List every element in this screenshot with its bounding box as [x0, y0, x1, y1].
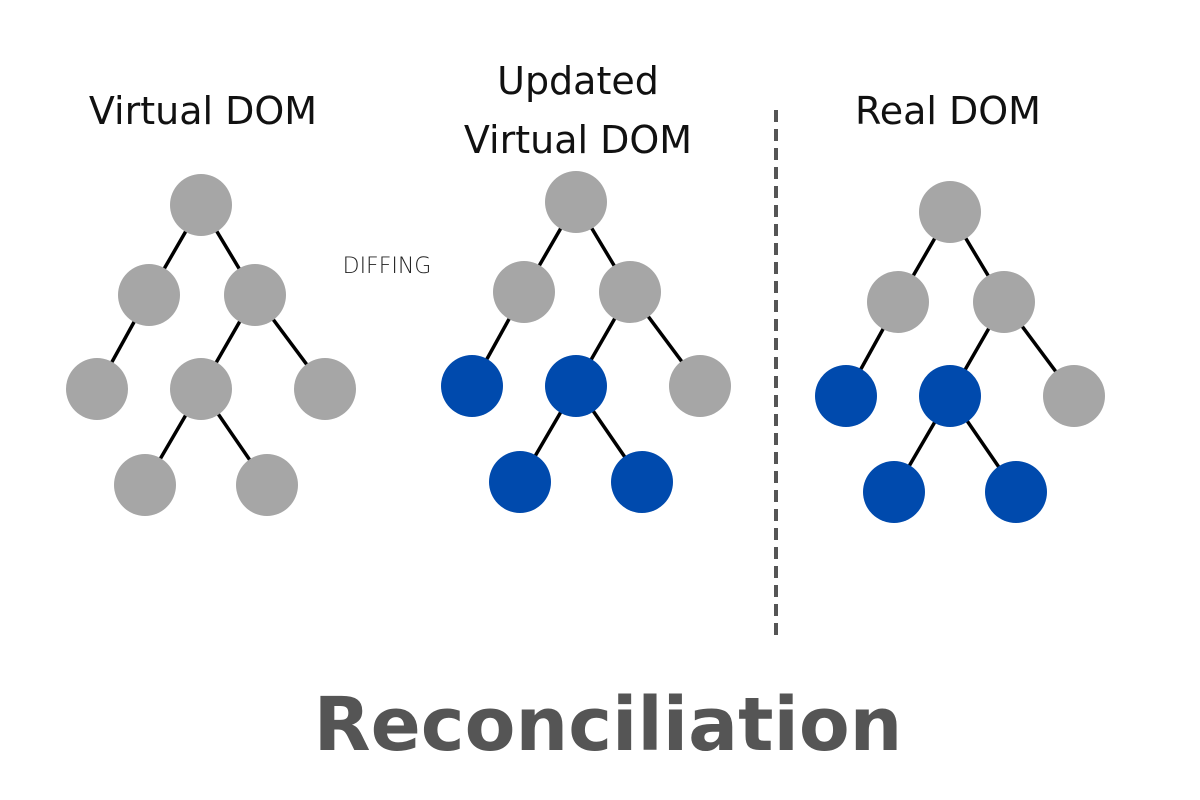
- tree-node-right: [224, 264, 286, 326]
- tree-node-mid-right: [236, 454, 298, 516]
- tree-node-left-leaf-changed: [815, 365, 877, 427]
- tree-node-right-leaf: [294, 358, 356, 420]
- tree-node-right: [599, 261, 661, 323]
- tree-node-left: [118, 264, 180, 326]
- updated-virtual-dom-tree: [441, 171, 731, 513]
- tree-node-mid-left-changed: [863, 461, 925, 523]
- tree-node-mid-changed: [545, 355, 607, 417]
- tree-node-root: [545, 171, 607, 233]
- tree-node-right: [973, 271, 1035, 333]
- tree-node-right-leaf: [669, 355, 731, 417]
- tree-node-left-leaf-changed: [441, 355, 503, 417]
- tree-node-right-leaf: [1043, 365, 1105, 427]
- tree-node-mid: [170, 358, 232, 420]
- tree-node-left-leaf: [66, 358, 128, 420]
- tree-node-root: [919, 181, 981, 243]
- page-title: Reconciliation: [314, 682, 903, 768]
- heading-virtual-dom: Virtual DOM: [89, 89, 317, 133]
- tree-node-mid-right-changed: [985, 461, 1047, 523]
- tree-node-left: [493, 261, 555, 323]
- real-dom-tree: [815, 181, 1105, 523]
- heading-real-dom: Real DOM: [855, 89, 1041, 133]
- heading-updated-line1: Updated: [497, 59, 659, 103]
- virtual-dom-tree: [66, 174, 356, 516]
- diffing-label: DIFFING: [343, 254, 432, 279]
- tree-node-mid-left: [114, 454, 176, 516]
- tree-node-mid-right-changed: [611, 451, 673, 513]
- tree-node-mid-changed: [919, 365, 981, 427]
- trees-group: [66, 171, 1105, 523]
- heading-updated-line2: Virtual DOM: [464, 118, 692, 162]
- tree-node-root: [170, 174, 232, 236]
- tree-node-mid-left-changed: [489, 451, 551, 513]
- tree-node-left: [867, 271, 929, 333]
